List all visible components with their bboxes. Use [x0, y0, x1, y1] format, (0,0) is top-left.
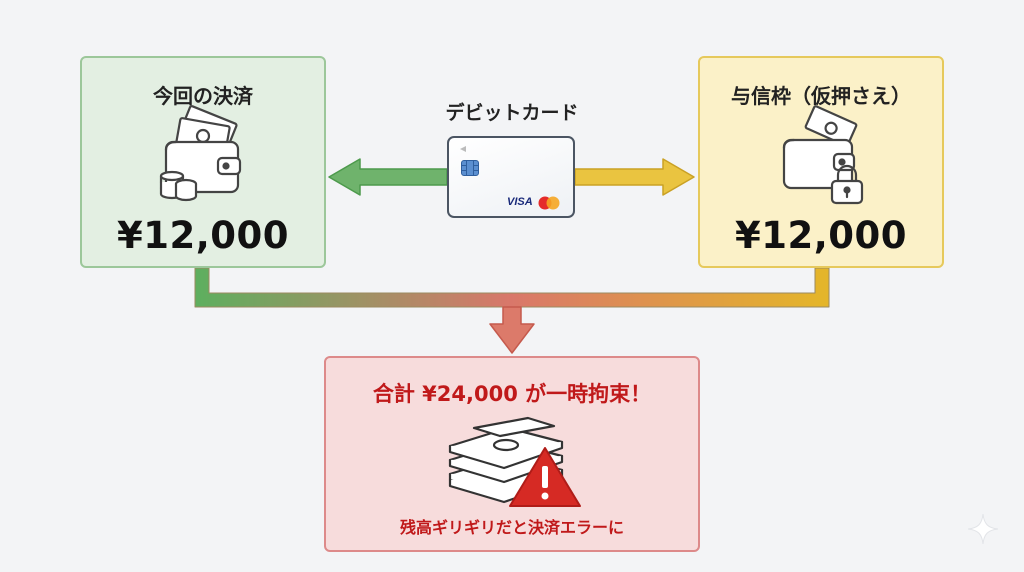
sparkle-icon [967, 513, 999, 545]
chip-icon [461, 160, 479, 176]
visa-logo-text: VISA [507, 196, 533, 208]
contactless-mark-icon [460, 146, 466, 152]
current-payment-title: 今回の決済 [153, 84, 253, 108]
arrow-to-bottom-panel [489, 306, 535, 354]
money-stack-warning-icon [448, 416, 581, 507]
total-hold-title: 合計 ¥24,000 が一時拘束！ [372, 382, 652, 406]
authorization-hold-panel: 与信枠（仮押さえ） ¥12,000 [698, 56, 944, 268]
current-payment-panel: 今回の決済 ¥12,000 [80, 56, 326, 268]
total-hold-panel: 合計 ¥24,000 が一時拘束！ 残高ギリギリだと決済エラーに [324, 356, 700, 552]
authorization-hold-title: 与信枠（仮押さえ） [731, 84, 911, 108]
arrow-to-left-panel [328, 158, 448, 196]
arrow-to-right-panel [574, 158, 695, 196]
balance-warning-caption: 残高ギリギリだと決済エラーに [399, 518, 624, 537]
authorization-hold-amount: ¥12,000 [734, 214, 908, 257]
debit-card: VISA [447, 136, 575, 218]
wallet-coins-icon [159, 105, 242, 202]
current-payment-amount: ¥12,000 [116, 214, 290, 257]
merge-connector [194, 267, 830, 308]
mastercard-icon [538, 196, 560, 210]
debit-card-label: デビットカード [445, 102, 579, 124]
wallet-lock-icon [782, 105, 864, 205]
